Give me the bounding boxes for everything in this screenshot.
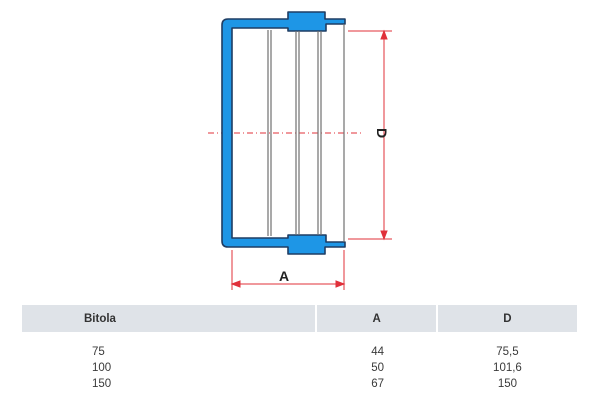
pipe-wall: [221, 11, 346, 255]
dimension-a-label: A: [279, 268, 289, 284]
dimension-d: [348, 29, 392, 241]
cell-a: 50: [371, 362, 385, 374]
dimension-a: [230, 250, 346, 290]
table-row: 75 44 75,5: [22, 332, 577, 360]
header-a: A: [317, 305, 438, 332]
pipe-fitting-drawing: D A: [208, 11, 392, 290]
cell-a: 67: [371, 378, 385, 390]
dimensions-table: Bitola A D 75 44 75,5 100 50 101,6 150 6…: [22, 305, 577, 392]
header-bitola: Bitola: [22, 305, 318, 332]
cell-bitola: 75: [92, 346, 105, 358]
dimension-d-label: D: [374, 128, 390, 138]
header-d: D: [437, 305, 577, 332]
cell-bitola: 150: [92, 378, 112, 390]
cell-d: 150: [497, 378, 518, 390]
table-row: 100 50 101,6: [22, 360, 577, 376]
cell-bitola: 100: [92, 362, 112, 374]
cell-a: 44: [371, 346, 385, 358]
table-row: 150 67 150: [22, 376, 577, 392]
cell-d: 75,5: [496, 346, 519, 358]
inner-profile-lines: [267, 24, 345, 242]
cell-d: 101,6: [493, 362, 522, 374]
table-header-row: Bitola A D: [22, 305, 577, 332]
